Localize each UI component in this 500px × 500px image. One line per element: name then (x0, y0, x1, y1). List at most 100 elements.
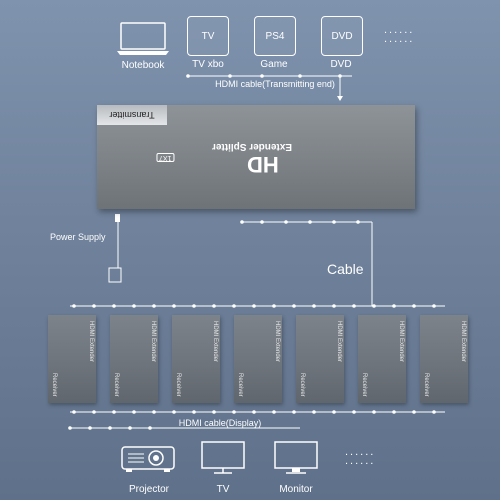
power-supply-label: Power Supply (50, 232, 106, 242)
connector-dot (108, 426, 112, 430)
receiver-7: HDMI Extender Receiver (420, 315, 468, 403)
connector-dot (292, 304, 296, 308)
connector-dot (312, 304, 316, 308)
receiver-top-text: HDMI Extender (274, 321, 280, 363)
connector-dot (352, 410, 356, 414)
hdmi-input-arrow (337, 96, 343, 101)
connector-dot (272, 304, 276, 308)
connector-dot (272, 410, 276, 414)
connector-dot (192, 304, 196, 308)
connector-dots (68, 74, 436, 430)
receiver-4: HDMI Extender Receiver (234, 315, 282, 403)
connector-dot (172, 304, 176, 308)
connector-dot (284, 220, 288, 224)
connector-dot (338, 74, 342, 78)
tv-box-source: TV (187, 16, 229, 56)
connector-dot (292, 410, 296, 414)
receiver-bottom-text: Receiver (175, 373, 181, 397)
connector-dot (308, 220, 312, 224)
receiver-top-text: HDMI Extender (150, 321, 156, 363)
connector-dot (298, 74, 302, 78)
connector-dot (432, 410, 436, 414)
monitor-icon (274, 441, 318, 474)
connector-dot (332, 410, 336, 414)
game-source-label: Game (260, 59, 288, 70)
connector-dot (312, 410, 316, 414)
more-displays-row1: ...... (345, 446, 376, 458)
monitor-label: Monitor (279, 484, 313, 495)
connector-dot (172, 410, 176, 414)
connector-dot (260, 74, 264, 78)
receiver-top-text: HDMI Extender (88, 321, 94, 363)
connector-dot (92, 410, 96, 414)
hdmi-input-label: HDMI cable(Transmitting end) (215, 79, 335, 89)
connector-dot (132, 410, 136, 414)
receiver-3: HDMI Extender Receiver (172, 315, 220, 403)
transmitter-unit: Transmitter HD Extender Splitter 1X7 (97, 105, 415, 209)
connector-dot (68, 426, 72, 430)
notebook-label: Notebook (121, 60, 165, 71)
connector-dot (152, 304, 156, 308)
receiver-bottom-text: Receiver (237, 373, 243, 397)
connector-dot (352, 304, 356, 308)
hdmi-display-label: HDMI cable(Display) (178, 418, 262, 428)
tv-display-label: TV (216, 484, 230, 495)
receiver-top-text: HDMI Extender (398, 321, 404, 363)
connector-dot (372, 304, 376, 308)
more-displays-dots: ...... ...... (345, 446, 376, 467)
connector-dot (392, 304, 396, 308)
connector-dot (112, 304, 116, 308)
transmitter-model: 1X7 (156, 153, 175, 162)
connector-dot (152, 410, 156, 414)
transmitter-title: Extender Splitter (212, 141, 293, 152)
connector-dot (356, 220, 360, 224)
more-sources-dots: ...... ...... (384, 24, 415, 45)
receiver-bottom-text: Receiver (299, 373, 305, 397)
receiver-bottom-text: Receiver (361, 373, 367, 397)
connector-dot (372, 410, 376, 414)
projector-label: Projector (128, 484, 169, 495)
receiver-top-text: HDMI Extender (212, 321, 218, 363)
connector-dot (132, 304, 136, 308)
connector-dot (186, 74, 190, 78)
receiver-2: HDMI Extender Receiver (110, 315, 158, 403)
dvd-source-label: DVD (330, 59, 352, 70)
more-displays-row2: ...... (345, 455, 376, 467)
receiver-bottom-text: Receiver (113, 373, 119, 397)
connector-dot (112, 410, 116, 414)
connector-dot (228, 74, 232, 78)
cable-label: Cable (327, 261, 364, 277)
connector-dot (252, 410, 256, 414)
more-sources-row1: ...... (384, 24, 415, 36)
connector-dot (148, 426, 152, 430)
tv-display-icon (201, 441, 245, 474)
connector-dot (252, 304, 256, 308)
connector-dot (392, 410, 396, 414)
connector-dot (212, 304, 216, 308)
receiver-5: HDMI Extender Receiver (296, 315, 344, 403)
transmitter-hd-text: HD (247, 152, 279, 177)
projector-icon (121, 446, 175, 472)
connector-dot (260, 220, 264, 224)
receiver-bottom-text: Receiver (423, 373, 429, 397)
receiver-1: HDMI Extender Receiver (48, 315, 96, 403)
connector-dot (128, 426, 132, 430)
power-adapter-icon (108, 267, 122, 283)
receiver-bottom-text: Receiver (51, 373, 57, 397)
more-sources-row2: ...... (384, 33, 415, 45)
connector-dot (88, 426, 92, 430)
connector-dot (72, 410, 76, 414)
receiver-top-text: HDMI Extender (460, 321, 466, 363)
connector-dot (412, 304, 416, 308)
dvd-box-source: DVD (321, 16, 363, 56)
connector-dot (232, 410, 236, 414)
receiver-6: HDMI Extender Receiver (358, 315, 406, 403)
tv-box-text: TV (201, 30, 215, 42)
connector-dot (332, 220, 336, 224)
connector-dot (432, 304, 436, 308)
power-plug-icon (115, 214, 120, 222)
connector-dot (92, 304, 96, 308)
connector-dot (212, 410, 216, 414)
connector-dot (232, 304, 236, 308)
receiver-top-text: HDMI Extender (336, 321, 342, 363)
